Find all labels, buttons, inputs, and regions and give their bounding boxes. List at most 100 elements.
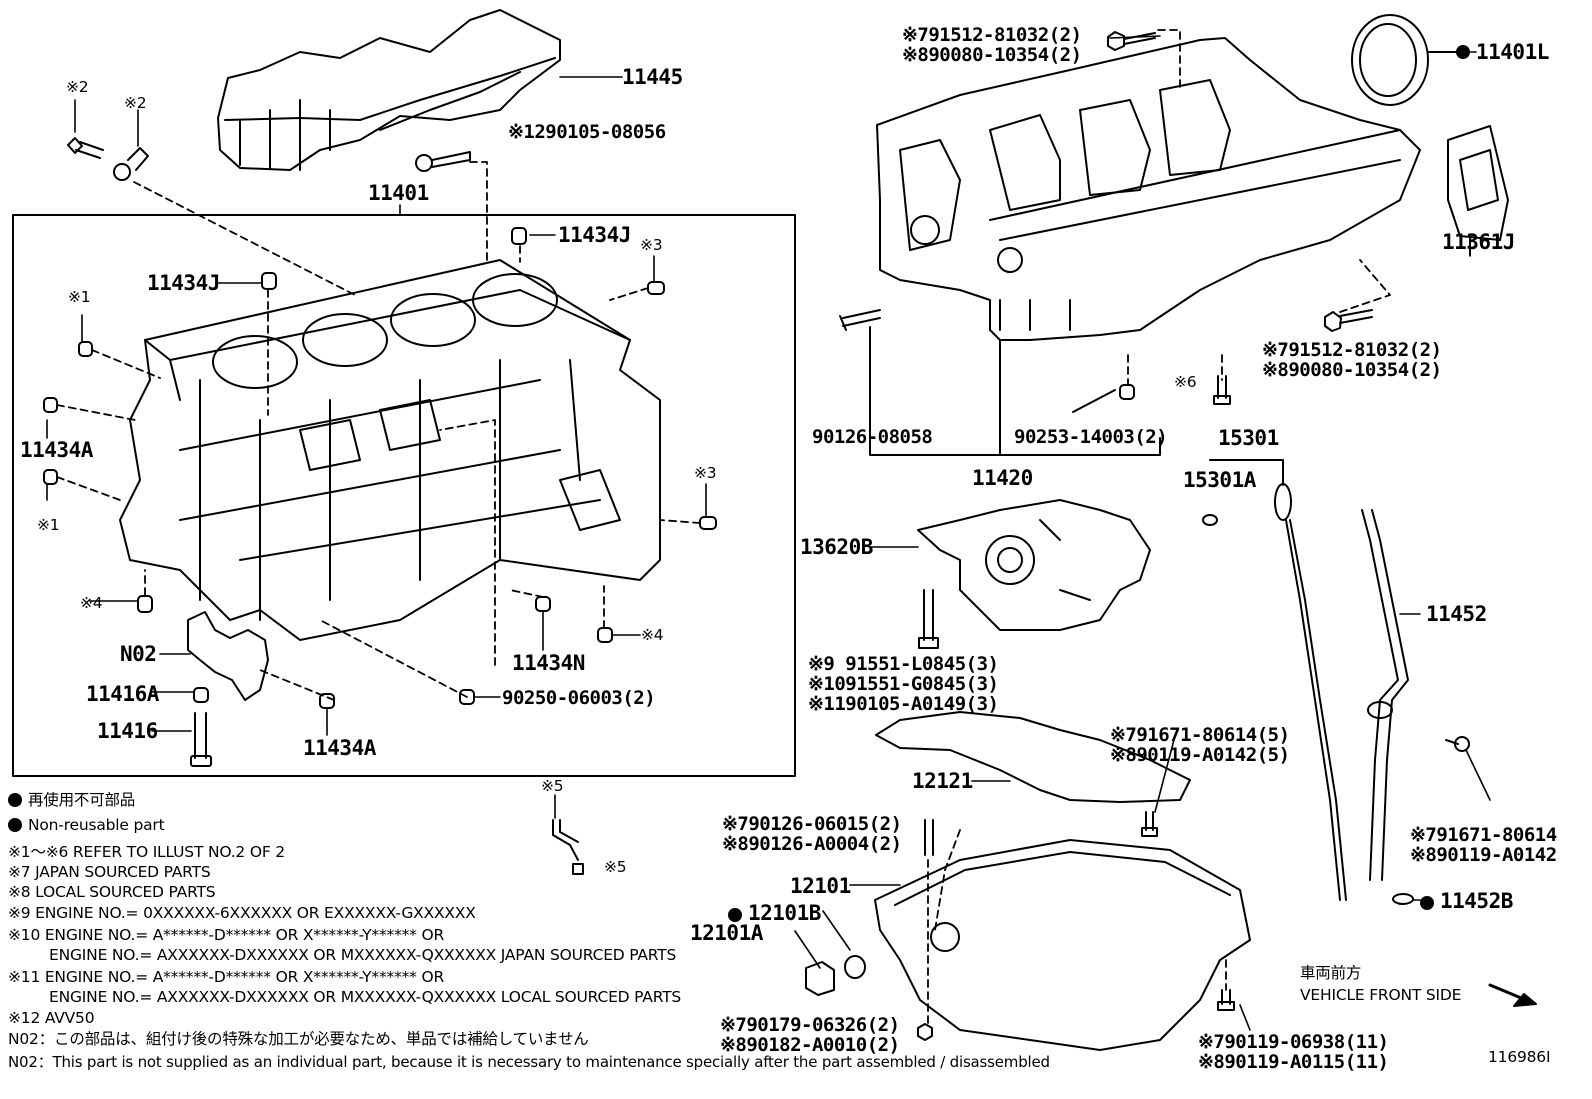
- part-label-15301a[interactable]: 15301A: [1183, 468, 1256, 492]
- dipstick-15301: [1209, 459, 1347, 901]
- drain-plug-12101a: [805, 961, 835, 996]
- part-label-11420[interactable]: 11420: [972, 466, 1033, 490]
- oil-pan-12101: [874, 839, 1251, 1051]
- ref-mark-2b: ※2: [124, 94, 147, 112]
- vehicle-front-jp: 車両前方: [1300, 964, 1362, 982]
- bolt-11416: [190, 712, 212, 767]
- part-label-91551-l0845[interactable]: ※9 91551-L0845(3): [808, 653, 999, 675]
- part-label-90119-a0115[interactable]: ※890119-A0115(11): [1198, 1051, 1389, 1073]
- ref-mark-3b: ※3: [694, 464, 717, 482]
- baffle-plate-12121: [875, 711, 1191, 803]
- dipstick-guide-11452: [1361, 509, 1409, 881]
- stud-90126-06015: [924, 819, 934, 856]
- part-label-91551-g0845[interactable]: ※1091551-G0845(3): [808, 673, 999, 695]
- pins: [43, 227, 717, 709]
- legend-line: ※9 ENGINE NO.= 0XXXXXX-6XXXXXX OR EXXXXX…: [8, 904, 476, 922]
- legend-line: N02：This part is not supplied as an indi…: [8, 1053, 1050, 1071]
- bolt-91551: [918, 589, 939, 649]
- diagram-id: 116986I: [1488, 1048, 1551, 1066]
- bolt-91671-guide: [1445, 736, 1470, 752]
- part-label-91671-guide[interactable]: ※791671-80614: [1410, 824, 1557, 846]
- part-label-90126-08058[interactable]: 90126-08058: [812, 426, 933, 448]
- legend-line: ※7 JAPAN SOURCED PARTS: [8, 863, 211, 881]
- part-label-90080-right[interactable]: ※890080-10354(2): [1262, 359, 1442, 381]
- legend-non-reusable-en: Non-reusable part: [8, 817, 165, 834]
- part-label-90126-a0004[interactable]: ※890126-A0004(2): [722, 833, 902, 855]
- part-label-90080-top[interactable]: ※890080-10354(2): [902, 44, 1082, 66]
- part-label-15301[interactable]: 15301: [1218, 426, 1279, 450]
- part-label-11401[interactable]: 11401: [368, 181, 429, 205]
- part-label-90250-06003[interactable]: 90250-06003(2): [502, 687, 656, 709]
- cylinder-block-cover-11445: [217, 9, 561, 171]
- part-label-11434j-left[interactable]: 11434J: [147, 271, 220, 295]
- part-label-11401l[interactable]: 11401L: [1476, 40, 1549, 64]
- non-reusable-dot: [728, 908, 742, 922]
- bolt-mark6: [1213, 375, 1231, 405]
- oil-seal-11401l: [1351, 14, 1459, 106]
- part-label-91512-top[interactable]: ※791512-81032(2): [902, 24, 1082, 46]
- ref-mark-1b: ※1: [37, 516, 60, 534]
- non-reusable-dot: [8, 818, 22, 832]
- part-label-12121[interactable]: 12121: [912, 769, 973, 793]
- part-label-90119-guide[interactable]: ※890119-A0142: [1410, 844, 1557, 866]
- block-assembly-frame: [12, 214, 796, 777]
- ref-mark-4b: ※4: [641, 626, 664, 644]
- legend-line: ※1～※6 REFER TO ILLUST NO.2 OF 2: [8, 843, 285, 861]
- part-label-11452b[interactable]: 11452B: [1420, 891, 1513, 912]
- part-label-12101b[interactable]: 12101B: [728, 903, 821, 924]
- non-reusable-dot: [8, 793, 22, 807]
- part-label-11434j-top[interactable]: 11434J: [558, 223, 631, 247]
- part-label-90179-06326[interactable]: ※790179-06326(2): [720, 1014, 900, 1036]
- bolt-90105-08056: [415, 151, 471, 172]
- oring-11452b: [1392, 893, 1414, 905]
- part-label-11452[interactable]: 11452: [1426, 602, 1487, 626]
- part-label-11445[interactable]: 11445: [622, 65, 683, 89]
- legend-line: ENGINE NO.= AXXXXXX-DXXXXXX OR MXXXXXX-Q…: [49, 988, 682, 1006]
- part-label-12101[interactable]: 12101: [790, 874, 851, 898]
- part-label-91512-right[interactable]: ※791512-81032(2): [1262, 339, 1442, 361]
- part-label-12101a[interactable]: 12101A: [690, 921, 763, 945]
- oring-15301a: [1202, 514, 1218, 526]
- part-label-n02[interactable]: N02: [120, 642, 157, 666]
- part-label-90119-baffle[interactable]: ※890119-A0142(5): [1110, 744, 1290, 766]
- ref-mark-1a: ※1: [68, 288, 91, 306]
- ref-mark-5b: ※5: [604, 858, 627, 876]
- vehicle-front-en: VEHICLE FRONT SIDE: [1300, 986, 1462, 1004]
- part-label-11416a[interactable]: 11416A: [86, 682, 159, 706]
- part-label-11434a-bottom[interactable]: 11434A: [303, 736, 376, 760]
- nut-90179: [917, 1023, 933, 1041]
- part-label-11361j[interactable]: 11361J: [1442, 230, 1515, 254]
- bolt-91512-top: [1107, 31, 1156, 51]
- cylinder-block: [119, 259, 661, 641]
- part-label-13620b[interactable]: 13620B: [800, 535, 873, 559]
- ref-mark-3a: ※3: [640, 236, 663, 254]
- bearing-cap-n02: [187, 611, 269, 701]
- part-label-11416[interactable]: 11416: [97, 719, 158, 743]
- legend-line: ENGINE NO.= AXXXXXX-DXXXXXX OR MXXXXXX-Q…: [49, 946, 677, 964]
- part-label-90182-a0010[interactable]: ※890182-A0010(2): [720, 1034, 900, 1056]
- gasket-12101b: [844, 955, 866, 979]
- bolt-91671-baffle: [1141, 811, 1158, 837]
- part-label-90126-06015[interactable]: ※790126-06015(2): [722, 813, 902, 835]
- bolt-91512-right: [1324, 309, 1373, 332]
- part-label-11434n[interactable]: 11434N: [512, 651, 585, 675]
- bolt-90119-pan: [1217, 989, 1235, 1011]
- non-reusable-dot: [1420, 896, 1434, 910]
- assembly-dash-lines: [56, 161, 701, 701]
- part-label-90253-14003[interactable]: 90253-14003(2): [1014, 426, 1168, 448]
- part-label-11434a-left[interactable]: 11434A: [20, 438, 93, 462]
- part-label-90105-a0149[interactable]: ※1190105-A0149(3): [808, 693, 999, 715]
- part-label-90105-08056[interactable]: ※1290105-08056: [508, 121, 666, 143]
- ref-mark-4a: ※4: [80, 594, 103, 612]
- oil-pan-upper-11420: [876, 37, 1421, 341]
- legend-line: ※12 AVV50: [8, 1009, 95, 1027]
- part-label-90119-06938[interactable]: ※790119-06938(11): [1198, 1031, 1389, 1053]
- bolt-mark2-right: [113, 147, 149, 181]
- legend-line: N02：この部品は、組付け後の特殊な加工が必要なため、単品では補給していません: [8, 1030, 589, 1048]
- legend-non-reusable-jp: 再使用不可部品: [8, 792, 135, 809]
- oil-pump-13620b: [917, 499, 1151, 631]
- non-reusable-dot: [1456, 45, 1470, 59]
- bracket-mark5: [552, 819, 584, 875]
- part-label-91671-baffle[interactable]: ※791671-80614(5): [1110, 724, 1290, 746]
- stud-90126-08058: [839, 309, 881, 331]
